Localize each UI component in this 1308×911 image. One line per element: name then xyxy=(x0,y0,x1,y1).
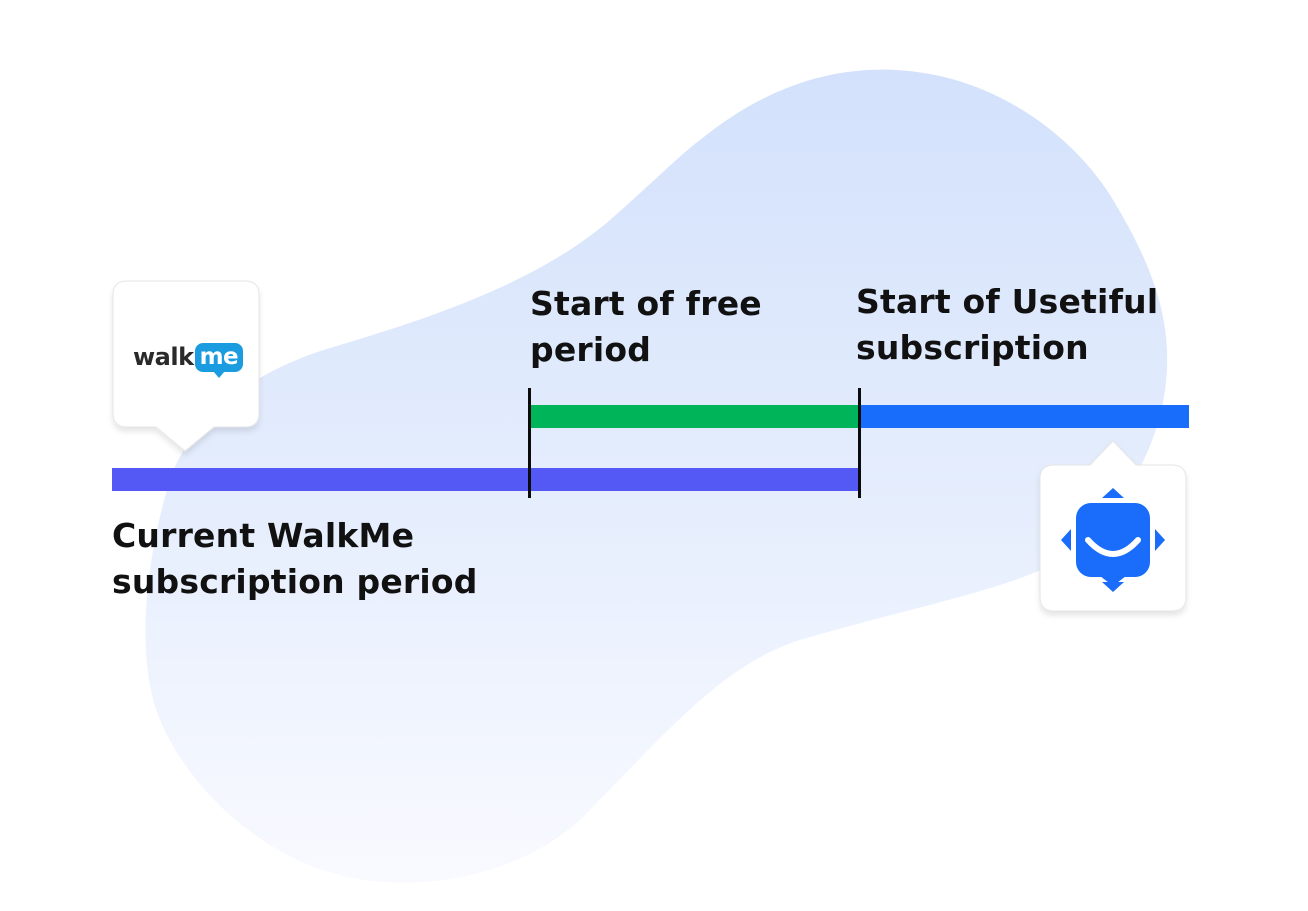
free-period-label: Start of free period xyxy=(530,281,762,373)
walkme-logo-card xyxy=(112,280,260,452)
usetiful-subscription-label: Start of Usetiful subscription xyxy=(856,279,1158,371)
walkme-logo-badge-text: me xyxy=(199,343,239,370)
free-period-label-line-1: Start of free xyxy=(530,284,762,323)
usetiful-label-line-2: subscription xyxy=(856,328,1089,367)
usetiful-subscription-bar xyxy=(860,405,1189,428)
free-period-bar xyxy=(530,405,860,428)
free-period-label-line-2: period xyxy=(530,330,652,369)
walkme-label-line-1: Current WalkMe xyxy=(112,516,415,555)
usetiful-start-marker xyxy=(858,388,861,498)
walkme-logo: walk me xyxy=(133,339,244,378)
walkme-logo-text: walk xyxy=(133,343,194,371)
walkme-subscription-bar xyxy=(112,468,860,491)
usetiful-label-line-1: Start of Usetiful xyxy=(856,282,1159,321)
walkme-logo-badge: me xyxy=(194,342,244,378)
walkme-label-line-2: subscription period xyxy=(112,562,478,601)
walkme-period-label: Current WalkMe subscription period xyxy=(112,513,478,605)
usetiful-smiley-icon xyxy=(1061,488,1165,592)
free-period-start-marker xyxy=(528,388,531,498)
walkme-logo-badge-tail xyxy=(212,370,225,378)
